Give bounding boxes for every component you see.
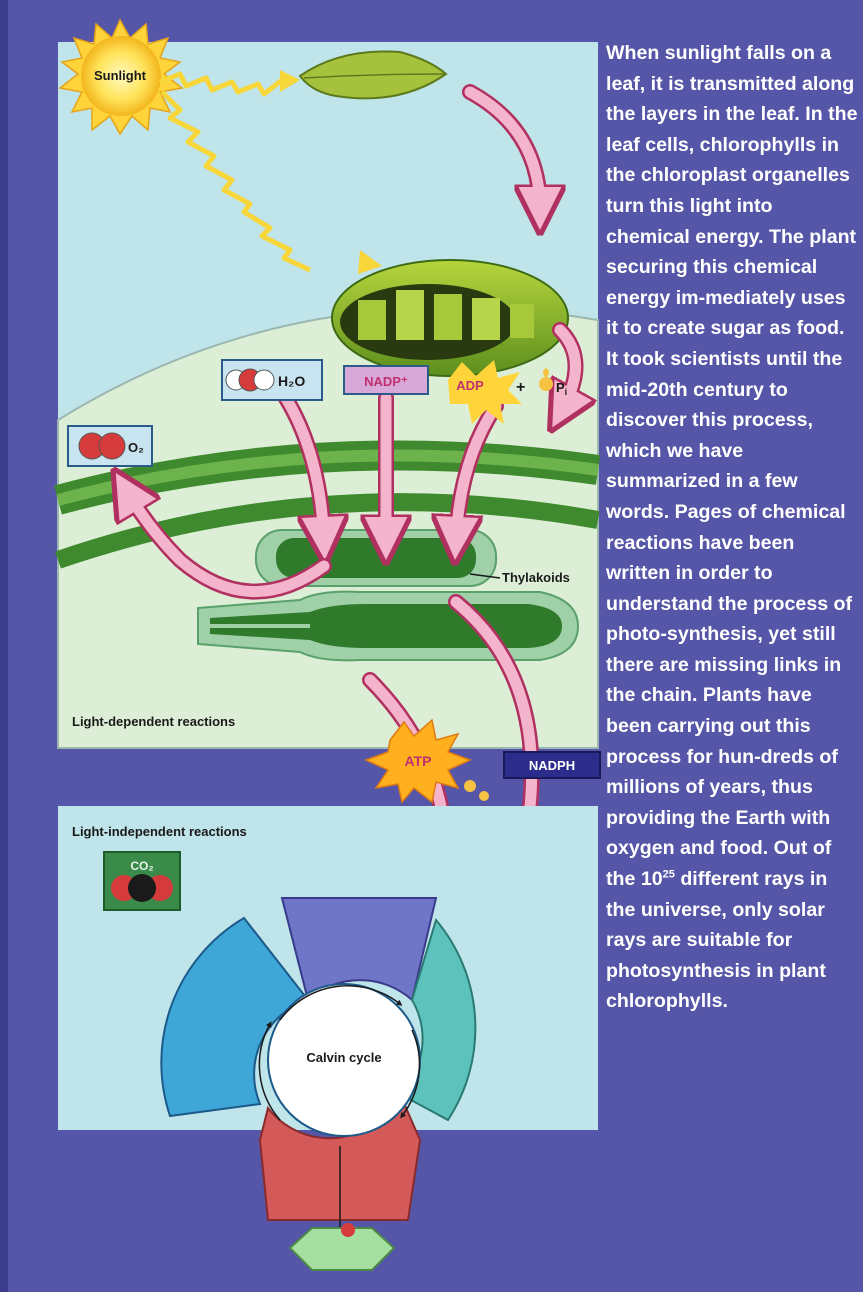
o2-label: O₂ bbox=[128, 440, 144, 455]
chloroplast-icon bbox=[332, 260, 568, 376]
plus-label: + bbox=[516, 379, 525, 396]
light-independent-label: Light-independent reactions bbox=[72, 824, 247, 839]
nadph-label: NADPH bbox=[529, 758, 575, 773]
light-dependent-label: Light-dependent reactions bbox=[72, 714, 235, 729]
calvin-cycle-ring bbox=[161, 898, 475, 1232]
sugar-hexagon-icon bbox=[290, 1223, 394, 1270]
co2-label: CO₂ bbox=[130, 859, 153, 873]
sunlight-label: Sunlight bbox=[94, 68, 147, 83]
description-text: When sunlight falls on a leaf, it is tra… bbox=[606, 38, 858, 1017]
h2o-box bbox=[222, 360, 322, 400]
thylakoids-label: Thylakoids bbox=[502, 570, 570, 585]
adp-label: ADP bbox=[456, 378, 484, 393]
calvin-cycle-label: Calvin cycle bbox=[306, 1050, 381, 1065]
phosphate-icon bbox=[539, 377, 553, 391]
h2o-label: H₂O bbox=[278, 373, 305, 389]
photosynthesis-diagram: Sunlight bbox=[0, 0, 610, 1292]
nadp-plus-label: NADP⁺ bbox=[364, 374, 408, 389]
atp-label: ATP bbox=[405, 753, 432, 769]
